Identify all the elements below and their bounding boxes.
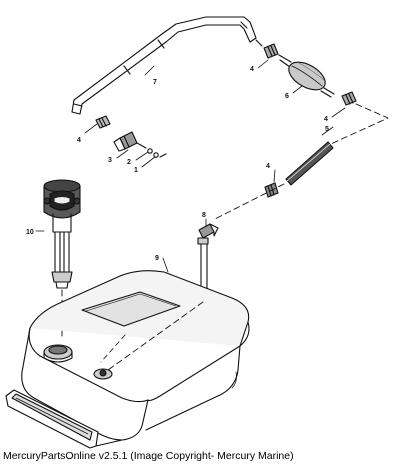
callout-9: 9 bbox=[155, 255, 159, 262]
callout-8: 8 bbox=[202, 212, 206, 219]
callout-4c: 4 bbox=[324, 116, 328, 123]
fuel-tank-part-9 bbox=[5, 270, 250, 449]
leader-lines bbox=[35, 59, 346, 273]
callout-6: 6 bbox=[285, 93, 289, 100]
callout-4a: 4 bbox=[77, 137, 81, 144]
callout-4b: 4 bbox=[250, 66, 254, 73]
callout-2: 2 bbox=[127, 159, 131, 166]
pickup-centerline bbox=[212, 183, 285, 221]
callout-labels: 7 4 3 2 1 4 6 4 5 4 8 10 9 bbox=[26, 66, 329, 262]
callout-3: 3 bbox=[108, 157, 112, 164]
assembly-centerline bbox=[321, 103, 389, 149]
connector-part-3 bbox=[113, 131, 167, 158]
hose-fitting-part-4a bbox=[95, 115, 111, 129]
fuel-gauge-part-10 bbox=[43, 179, 81, 289]
primer-bulb-part-6 bbox=[255, 39, 357, 106]
callout-7: 7 bbox=[153, 79, 157, 86]
callout-10: 10 bbox=[26, 229, 34, 236]
hose-part-5 bbox=[285, 141, 334, 186]
fuel-hose-part-7 bbox=[71, 16, 257, 115]
callout-4d: 4 bbox=[266, 163, 270, 170]
pickup-elbow-part-8 bbox=[197, 223, 219, 301]
callout-1: 1 bbox=[134, 167, 138, 174]
callout-5: 5 bbox=[325, 126, 329, 133]
copyright-footer: MercuryPartsOnline v2.5.1 (Image Copyrig… bbox=[3, 450, 294, 462]
